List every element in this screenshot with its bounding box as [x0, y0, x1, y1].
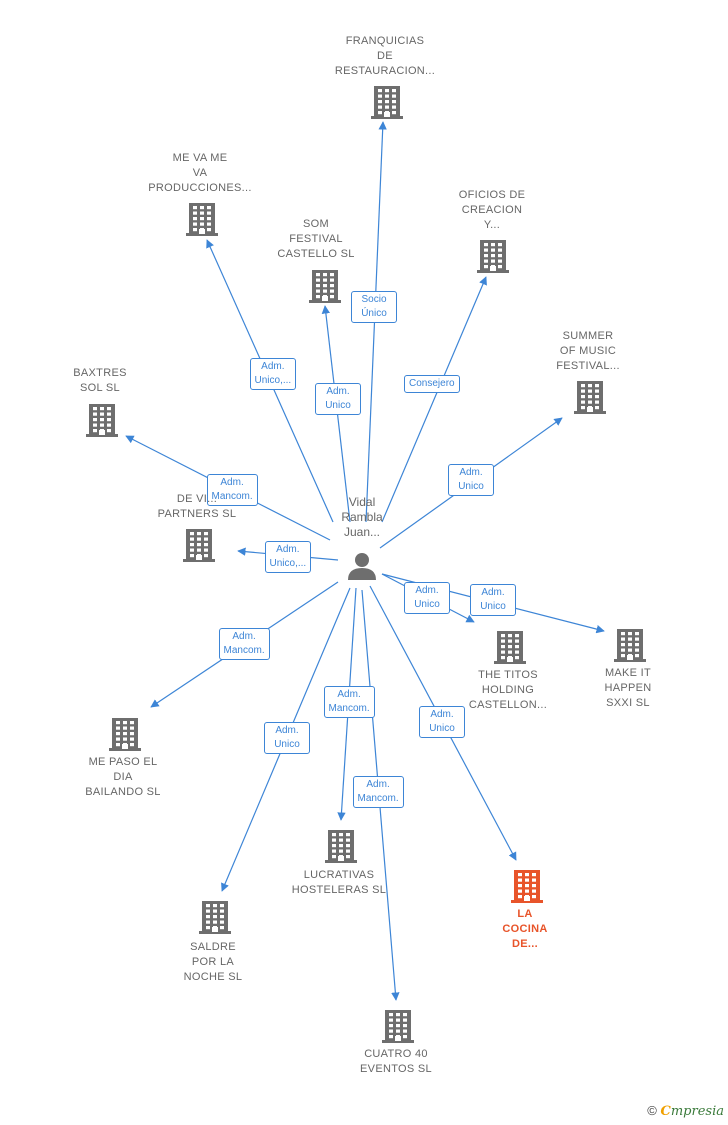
building-icon-devi	[183, 529, 215, 562]
relation-badge-franquicias[interactable]: Socio Único	[351, 291, 397, 323]
building-icon-mevame	[186, 203, 218, 236]
company-label-devi[interactable]: DE VI... PARTNERS SL	[157, 493, 237, 520]
node-icons	[86, 86, 646, 1043]
company-label-cuatro[interactable]: CUATRO 40 EVENTOS SL	[360, 1048, 432, 1075]
company-label-mevame[interactable]: ME VA ME VA PRODUCCIONES...	[148, 152, 252, 194]
relation-badge-cocina[interactable]: Adm. Unico	[419, 706, 465, 738]
relation-badge-mepaso[interactable]: Adm. Mancom.	[218, 628, 270, 660]
relation-badge-mevame[interactable]: Adm. Unico,...	[249, 358, 297, 390]
company-label-cocina[interactable]: LA COCINA DE...	[502, 908, 548, 950]
company-label-baxtres[interactable]: BAXTRES SOL SL	[73, 367, 127, 394]
relation-badge-devi[interactable]: Adm. Unico,...	[264, 541, 312, 573]
relation-badge-saldre[interactable]: Adm. Unico	[264, 722, 310, 754]
building-icon-titos	[494, 631, 526, 664]
company-label-mepaso[interactable]: ME PASO EL DIA BAILANDO SL	[85, 756, 161, 798]
company-label-makeit[interactable]: MAKE IT HAPPEN SXXI SL	[604, 667, 652, 709]
footer-brand: © Cmpresia	[647, 1103, 724, 1119]
relation-badge-cuatro[interactable]: Adm. Mancom.	[352, 776, 404, 808]
building-icon-franquicias	[371, 86, 403, 119]
building-icon-saldre	[199, 901, 231, 934]
relation-badge-makeit[interactable]: Adm. Unico	[470, 584, 516, 616]
company-label-franquicias[interactable]: FRANQUICIAS DE RESTAURACION...	[334, 35, 436, 77]
building-icon-mepaso	[109, 718, 141, 751]
person-label[interactable]: Vidal Rambla Juan...	[341, 495, 383, 539]
company-label-lucrativas[interactable]: LUCRATIVAS HOSTELERAS SL	[291, 869, 387, 896]
relation-badge-baxtres[interactable]: Adm. Mancom.	[206, 474, 258, 506]
building-icon-lucrativas	[325, 830, 357, 863]
company-label-summer[interactable]: SUMMER OF MUSIC FESTIVAL...	[556, 330, 620, 372]
company-label-som[interactable]: SOM FESTIVAL CASTELLO SL	[277, 218, 355, 260]
building-icon-summer	[574, 381, 606, 414]
relation-badge-som[interactable]: Adm. Unico	[315, 383, 361, 415]
company-label-saldre[interactable]: SALDRE POR LA NOCHE SL	[183, 941, 243, 983]
relation-badge-oficios[interactable]: Consejero	[404, 375, 460, 393]
building-icon-cuatro	[382, 1010, 414, 1043]
relation-badge-titos[interactable]: Adm. Unico	[404, 582, 450, 614]
person-icon	[348, 553, 376, 580]
building-icon-baxtres	[86, 404, 118, 437]
building-icon-cocina	[511, 870, 543, 903]
brand-logo: Cmpresia	[660, 1104, 725, 1119]
copyright-symbol: ©	[647, 1103, 657, 1118]
relation-edge-oficios	[381, 276, 487, 523]
company-label-titos[interactable]: THE TITOS HOLDING CASTELLON...	[468, 669, 548, 711]
relation-badge-lucrativas[interactable]: Adm. Mancom.	[323, 686, 375, 718]
relation-badge-summer[interactable]: Adm. Unico	[448, 464, 494, 496]
building-icon-oficios	[477, 240, 509, 273]
company-label-oficios[interactable]: OFICIOS DE CREACION Y...	[458, 189, 526, 231]
building-icon-som	[309, 270, 341, 303]
building-icon-makeit	[614, 629, 646, 662]
